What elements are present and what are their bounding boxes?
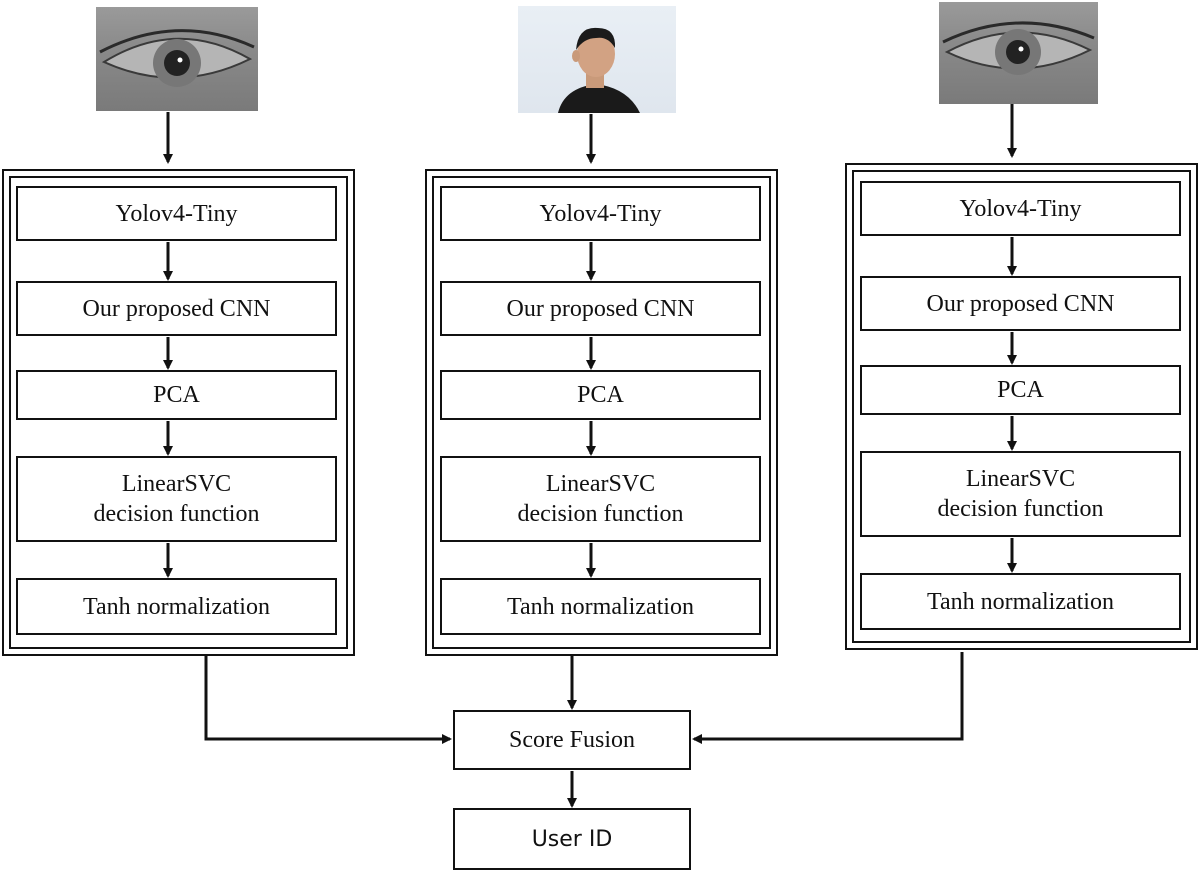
step-pca: PCA [860,365,1181,415]
right-eye-pipeline [845,163,1198,650]
left-eye-pipeline [2,169,355,656]
step-linearsvc: LinearSVC decision function [860,451,1181,537]
right-eye-photo [939,2,1098,104]
step-linearsvc: LinearSVC decision function [440,456,761,542]
step-pca: PCA [16,370,337,420]
step-proposed-cnn: Our proposed CNN [16,281,337,336]
step-yolov4-tiny: Yolov4-Tiny [860,181,1181,236]
face-pipeline [425,169,778,656]
left-eye-photo [96,7,258,111]
step-tanh-normalization: Tanh normalization [16,578,337,635]
face-photo [518,6,676,113]
step-tanh-normalization: Tanh normalization [440,578,761,635]
arrow-left-to-fusion [204,654,452,744]
step-pca: PCA [440,370,761,420]
step-tanh-normalization: Tanh normalization [860,573,1181,630]
eye-icon [942,21,1095,75]
step-proposed-cnn: Our proposed CNN [860,276,1181,331]
arrow-right-to-fusion [692,652,964,744]
step-yolov4-tiny: Yolov4-Tiny [16,186,337,241]
step-yolov4-tiny: Yolov4-Tiny [440,186,761,241]
step-linearsvc: LinearSVC decision function [16,456,337,542]
user-id-box: User ID [453,808,691,870]
eye-icon [99,29,255,87]
score-fusion-box: Score Fusion [453,710,691,770]
person-icon [558,27,640,113]
step-proposed-cnn: Our proposed CNN [440,281,761,336]
